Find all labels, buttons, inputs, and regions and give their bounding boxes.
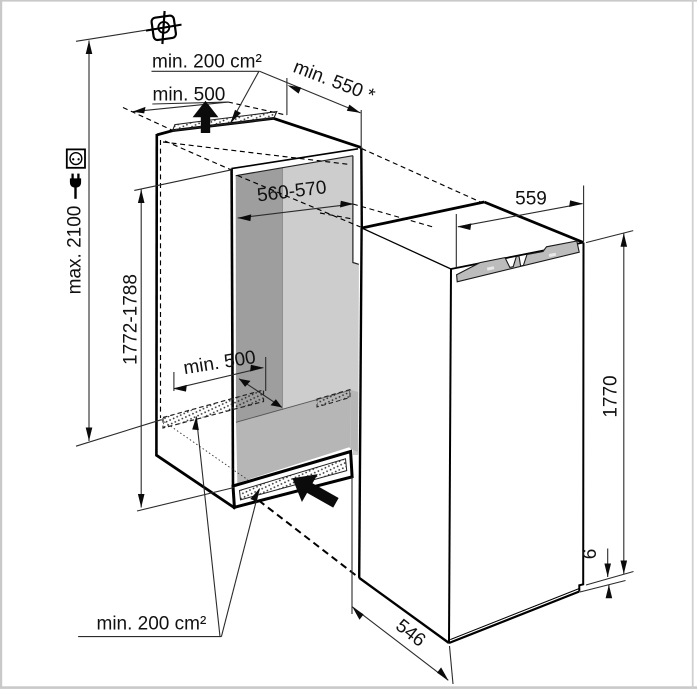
svg-text:min. 200 cm²: min. 200 cm² bbox=[152, 52, 262, 73]
svg-text:min. 200 cm²: min. 200 cm² bbox=[97, 614, 207, 635]
svg-text:1770: 1770 bbox=[601, 375, 622, 417]
svg-text:6: 6 bbox=[580, 549, 601, 560]
svg-text:max. 2100: max. 2100 bbox=[65, 206, 86, 295]
svg-text:559: 559 bbox=[515, 189, 547, 210]
svg-text:1772-1788: 1772-1788 bbox=[121, 274, 142, 365]
svg-text:min. 500: min. 500 bbox=[153, 85, 226, 106]
